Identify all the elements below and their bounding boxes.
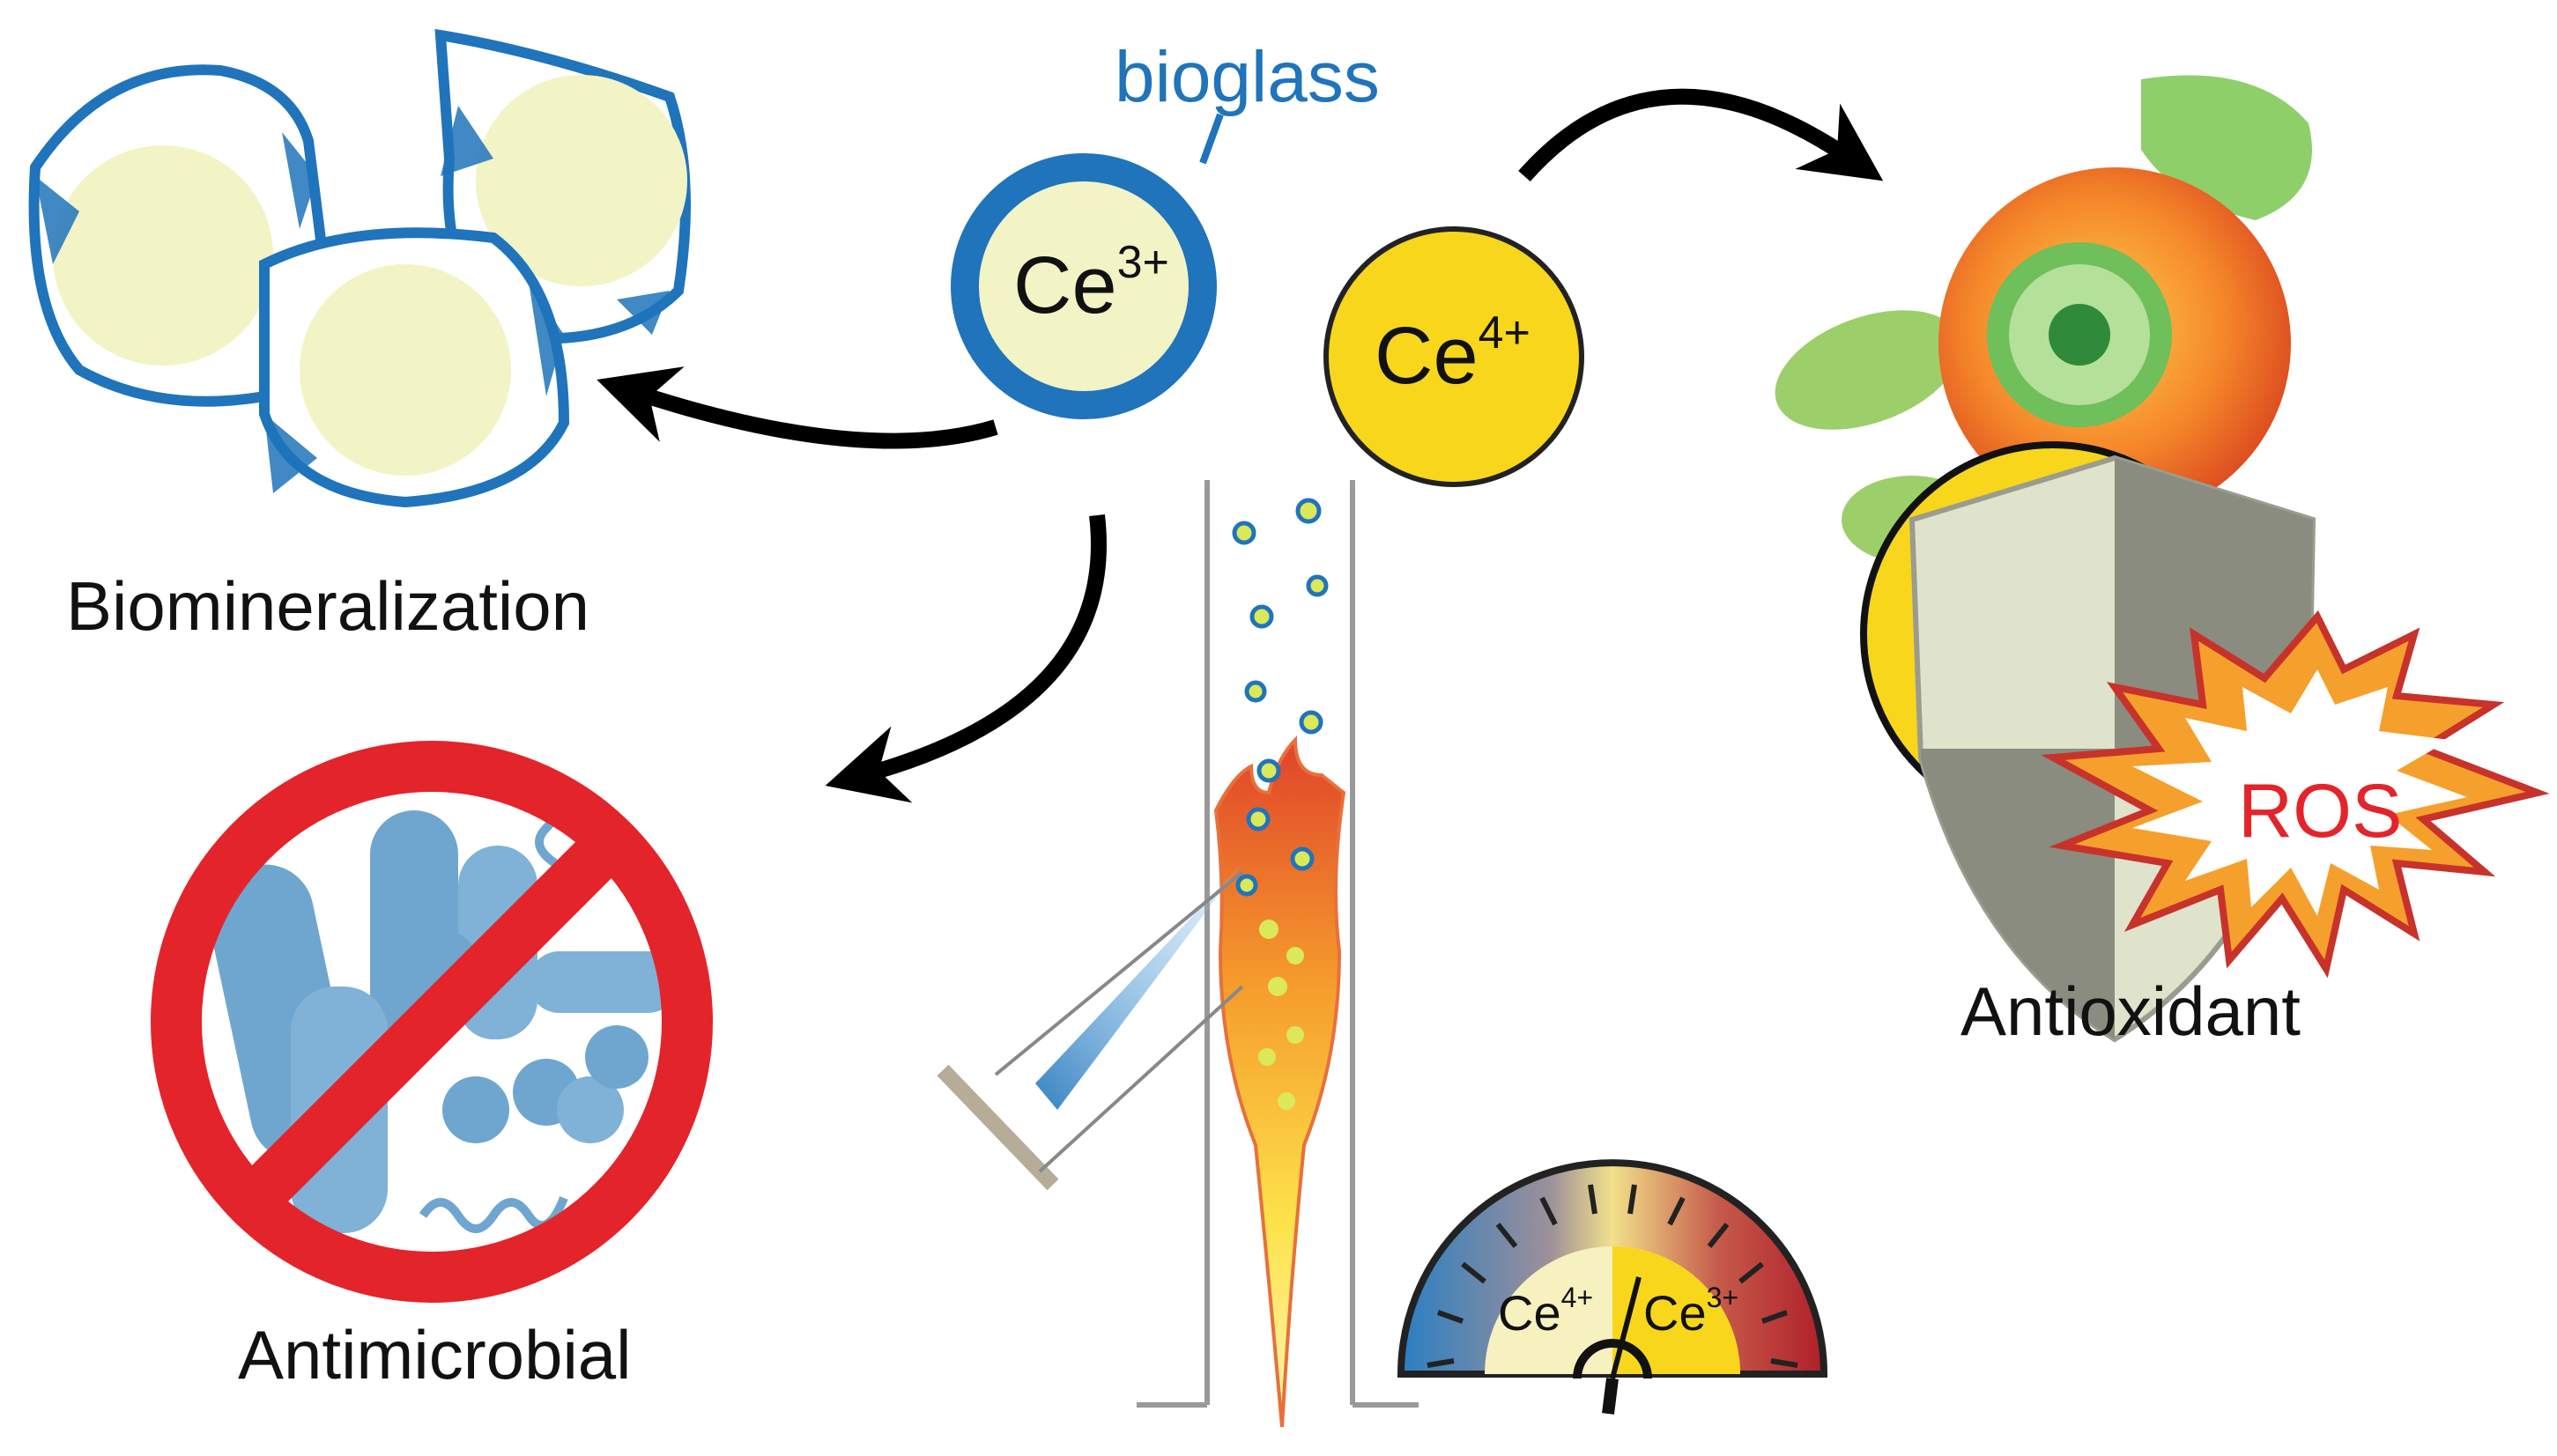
arrow-to-antimicrobial [825,514,1107,803]
ce3-label: Ce3+ [1013,237,1169,330]
antimicrobial-label: Antimicrobial [238,1316,631,1393]
cell-icon [1775,75,2312,564]
detector-plate [937,1064,1059,1191]
laser-beam [1035,863,1242,1110]
nanoparticles [1232,498,1329,897]
gauge-icon: Ce4+ Ce3+ [1397,1159,1828,1415]
ros-label: ROS [2238,769,2402,854]
gauge-ce3-label: Ce3+ [1643,1282,1738,1341]
gauge-ce4-label: Ce4+ [1498,1282,1593,1341]
biomineralization-particles-icon [28,28,691,508]
flame-spray-reactor [937,480,1419,1428]
ce4-particle: Ce4+ [1323,226,1584,487]
bioglass-pointer [1199,113,1224,165]
bioglass-label: bioglass [1115,37,1380,117]
biomineralization-label: Biomineralization [66,567,589,645]
ce4-label: Ce4+ [1375,307,1530,401]
ce3-bioglass-particle: Ce3+ [951,153,1217,419]
flame-icon [1213,735,1346,1428]
antioxidant-label: Antioxidant [1960,972,2301,1050]
arrow-to-antioxidant [1518,88,1884,181]
ros-burst-icon: ROS [2041,610,2550,979]
arrow-to-biomineralization [597,366,998,449]
prohibition-icon [151,741,713,1303]
gauge-needle [1610,1276,1642,1379]
